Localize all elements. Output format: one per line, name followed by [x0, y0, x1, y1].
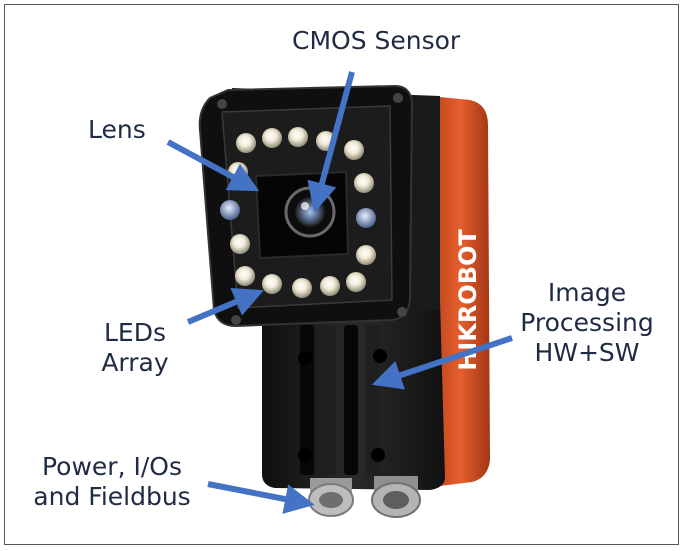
label-image-processing-line3: HW+SW — [534, 338, 640, 367]
led — [235, 266, 255, 286]
arrow-power — [207, 481, 315, 514]
arrow-cmos-sensor — [307, 71, 355, 213]
arrow-lens — [166, 139, 260, 192]
label-leds-array-line2: Array — [101, 348, 169, 377]
led — [356, 208, 376, 228]
label-lens: Lens — [88, 115, 146, 144]
led — [220, 200, 240, 220]
led — [292, 278, 312, 298]
label-image-processing-line1: Image — [547, 278, 627, 307]
led — [262, 128, 282, 148]
lens-graphic — [254, 170, 350, 260]
led — [288, 127, 308, 147]
arrow-leds-array — [186, 287, 264, 325]
led — [356, 245, 376, 265]
led — [344, 140, 364, 160]
label-power: Power, I/Os and Fieldbus — [22, 452, 202, 512]
arrow-image-processing — [371, 335, 513, 390]
led — [346, 272, 366, 292]
led — [262, 274, 282, 294]
led — [236, 133, 256, 153]
led — [354, 173, 374, 193]
label-image-processing: Image Processing HW+SW — [512, 278, 662, 368]
label-image-processing-line2: Processing — [520, 308, 654, 337]
label-power-line2: and Fieldbus — [33, 482, 191, 511]
label-cmos-sensor: CMOS Sensor — [292, 26, 461, 55]
annotation-arrows — [166, 71, 513, 514]
label-power-line1: Power, I/Os — [42, 452, 182, 481]
led — [230, 234, 250, 254]
led — [320, 276, 340, 296]
label-leds-array-line1: LEDs — [104, 318, 166, 347]
label-leds-array: LEDs Array — [90, 318, 180, 378]
